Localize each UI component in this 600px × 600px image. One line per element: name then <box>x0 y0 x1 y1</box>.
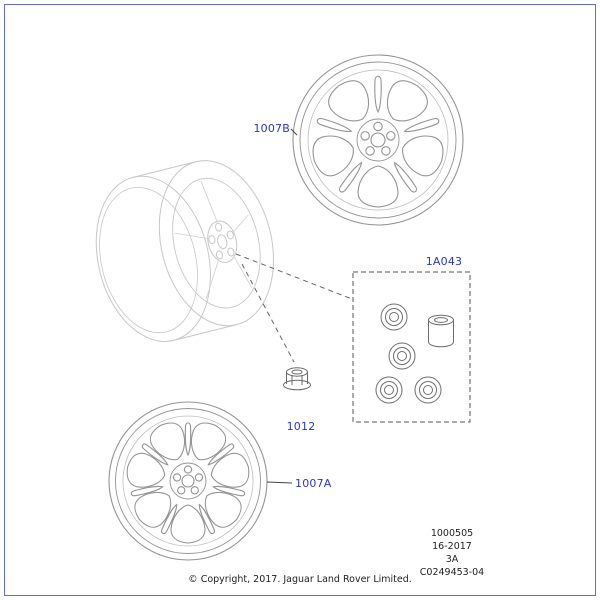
sheet-number: 3A <box>445 554 459 565</box>
lock-nut-kit-drawing <box>352 271 471 423</box>
part-label-1007a[interactable]: 1007A <box>295 477 332 490</box>
wheel-1007b-drawing <box>292 54 464 226</box>
part-label-1007b[interactable]: 1007B <box>253 122 290 135</box>
drawing-reference: C0249453-04 <box>419 567 485 578</box>
wheel-1007a-drawing <box>108 401 268 561</box>
wheel-nut-drawing <box>283 367 311 391</box>
locking-nut-cylinder <box>428 314 454 348</box>
copyright-notice: © Copyright, 2017. Jaguar Land Rover Lim… <box>188 574 412 585</box>
part-label-1a043[interactable]: 1A043 <box>425 255 463 268</box>
footer-reference-block: 1000505 16-2017 3A C0249453-04 <box>410 527 494 579</box>
dashed-connector-lines <box>235 253 353 363</box>
doc-number: 1000505 <box>430 528 474 539</box>
revision-date: 16-2017 <box>432 541 472 552</box>
leader-lines <box>266 128 298 484</box>
kit-boundary-box <box>352 271 471 423</box>
wheel-side-view-drawing <box>95 160 275 342</box>
part-label-1012[interactable]: 1012 <box>286 420 316 433</box>
